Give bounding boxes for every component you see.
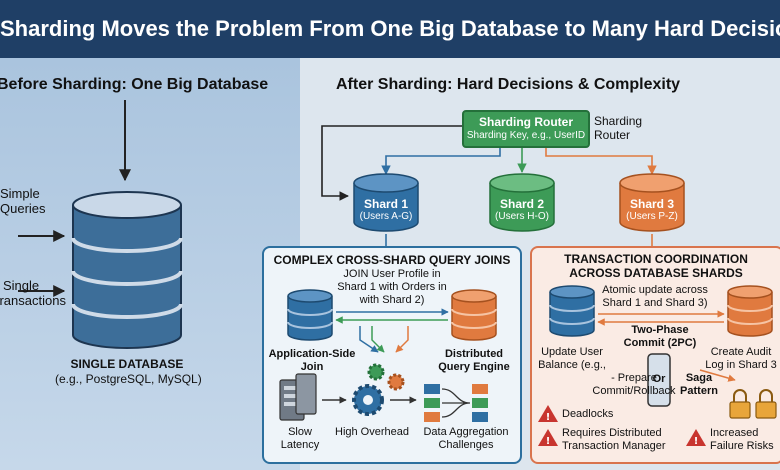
tx-shard3-db-icon	[727, 285, 773, 337]
warning-icon-deadlocks: !	[538, 405, 558, 423]
or-label: Or	[652, 373, 666, 385]
router-to-shard1-line	[321, 125, 462, 201]
shard-2-icon	[489, 173, 555, 232]
lock-icon-2	[755, 389, 777, 419]
svg-text:!: !	[546, 412, 551, 423]
svg-text:!: !	[546, 436, 551, 447]
before-diagram	[18, 100, 183, 349]
after-heading: After Sharding: Hard Decisions & Complex…	[336, 76, 681, 93]
router-orange-arrow	[545, 146, 657, 175]
db-subtitle: (e.g., PostgreSQL, MySQL)	[55, 372, 202, 386]
aggregation-icon	[424, 384, 488, 422]
cross-shard-panel	[262, 246, 522, 464]
single-database-icon	[71, 191, 183, 349]
query-engine-db-icon	[451, 289, 497, 341]
high-overhead-label: High Overhead	[335, 426, 409, 438]
lock-icon-1	[729, 389, 751, 419]
deadlocks-label: Deadlocks	[562, 408, 614, 420]
shard-1-icon	[353, 173, 419, 232]
warning-icon-failure: !	[686, 429, 706, 447]
db-title: SINGLE DATABASE	[70, 357, 184, 371]
shard-3-icon	[619, 173, 685, 232]
server-icon	[279, 373, 317, 421]
router-blue-arrow	[381, 146, 501, 175]
shard-2-label: Shard 2 (Users H-O)	[495, 197, 549, 222]
svg-text:!: !	[694, 436, 699, 447]
gears-icon	[352, 363, 405, 416]
warning-icon-transaction-manager: !	[538, 429, 558, 447]
shard-3-label: Shard 3 (Users P-Z)	[626, 197, 678, 222]
cross-shard-title: COMPLEX CROSS-SHARD QUERY JOINS	[273, 253, 511, 267]
banner-title: Sharding Moves the Problem From One Big …	[0, 0, 780, 58]
tx-shard1-db-icon	[549, 285, 595, 337]
shard-1-label: Shard 1 (Users A-G)	[359, 197, 413, 222]
single-transactions-label: SingleTransactions	[0, 278, 66, 308]
sharding-router-box: Sharding Router Sharding Key, e.g., User…	[462, 110, 590, 148]
before-heading: Before Sharding: One Big Database	[0, 76, 269, 93]
app-join-db-icon	[287, 289, 333, 341]
or-divider	[647, 353, 671, 407]
